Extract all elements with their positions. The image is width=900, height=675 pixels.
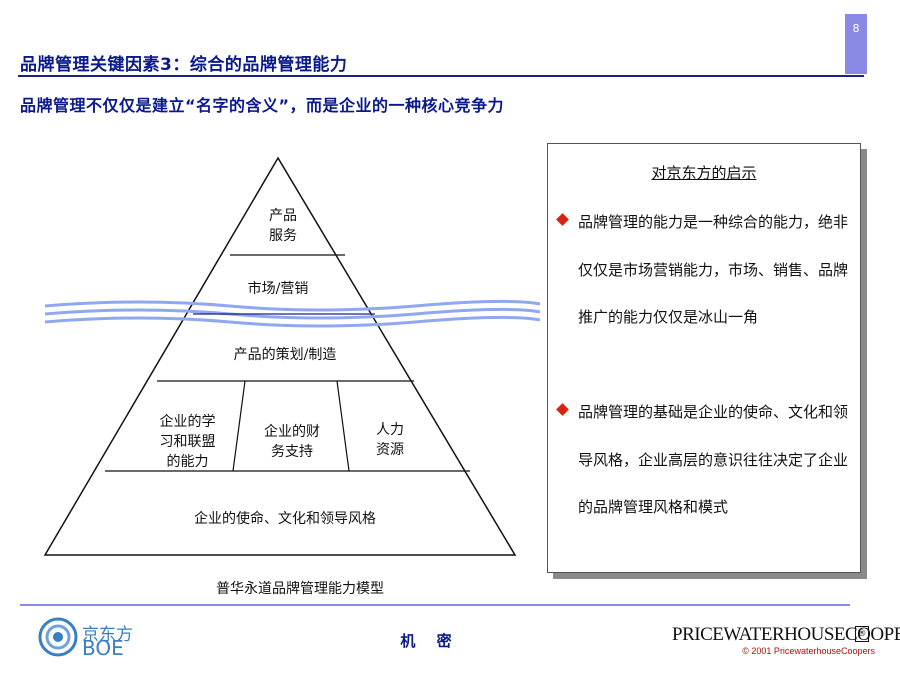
page-number-tab bbox=[845, 14, 867, 74]
pwc-trademark-icon: ® bbox=[855, 626, 869, 642]
insight-bullet-1: 品牌管理的能力是一种综合的能力，绝非仅仅是市场营销能力，市场、销售、品牌推广的能… bbox=[556, 199, 848, 342]
layer-financial-support: 企业的财 务支持 bbox=[264, 424, 320, 460]
waterline-waves bbox=[44, 299, 541, 328]
pwc-logo-text: PRICEWATERHOUSECOOPERS bbox=[672, 624, 900, 645]
boe-logo-english: BOE bbox=[82, 636, 124, 660]
copyright-text: © 2001 PricewaterhouseCoopers bbox=[742, 646, 875, 656]
pyramid-caption: 普华永道品牌管理能力模型 bbox=[216, 581, 384, 597]
layer-human-resources: 人力 资源 bbox=[376, 422, 404, 458]
pyramid-outline bbox=[43, 156, 517, 556]
slide-title: 品牌管理关键因素3：综合的品牌管理能力 bbox=[20, 55, 348, 75]
boe-logo-chinese: 京东方 bbox=[82, 625, 133, 645]
layer-mission-culture: 企业的使命、文化和领导风格 bbox=[194, 511, 376, 527]
title-divider bbox=[18, 75, 864, 77]
boe-logo-icon bbox=[38, 617, 78, 657]
insight-bullet-2: 品牌管理的基础是企业的使命、文化和领导风格，企业高层的意识往往决定了企业的品牌管… bbox=[556, 389, 848, 532]
column-divider-left bbox=[232, 380, 246, 472]
insights-title: 对京东方的启示 bbox=[651, 164, 757, 182]
layer-learning-alliance: 企业的学 习和联盟 的能力 bbox=[159, 414, 216, 470]
page-number: 8 bbox=[852, 22, 860, 35]
confidential-label: 机 密 bbox=[400, 632, 460, 650]
slide-subtitle: 品牌管理不仅仅是建立“名字的含义”，而是企业的一种核心竞争力 bbox=[20, 96, 505, 115]
layer-planning-manufacturing: 产品的策划/制造 bbox=[233, 347, 337, 363]
insights-box: 对京东方的启示 品牌管理的能力是一种综合的能力，绝非仅仅是市场营销能力，市场、销… bbox=[547, 143, 861, 573]
layer-product-service: 产品 服务 bbox=[269, 208, 297, 244]
footer-divider bbox=[20, 604, 850, 606]
column-divider-right bbox=[336, 380, 350, 472]
layer-marketing: 市场/营销 bbox=[247, 281, 309, 297]
